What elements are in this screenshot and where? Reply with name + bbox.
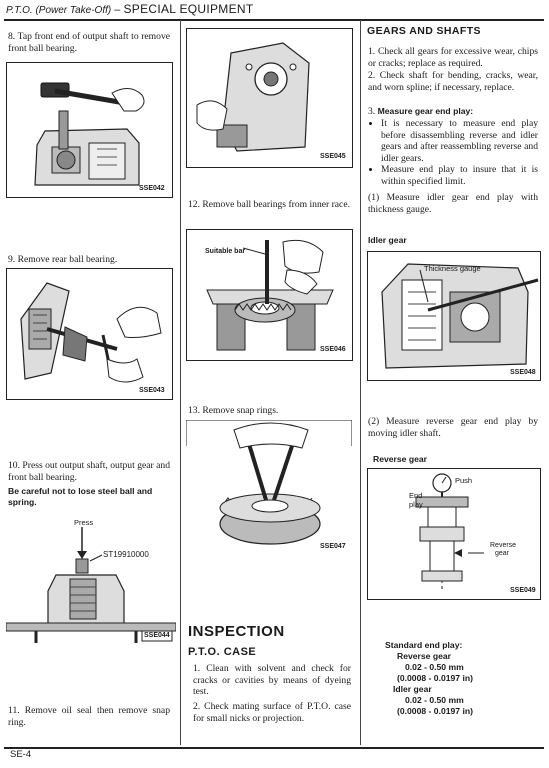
suitable-bar-illustration bbox=[206, 239, 334, 351]
label-tool-st19910000: ST19910000 bbox=[103, 550, 149, 559]
column-rule-right bbox=[360, 20, 361, 745]
spec-reverse-label: Reverse gear bbox=[397, 651, 451, 661]
measure-step-2: (2) Measure reverse gear end play by mov… bbox=[368, 416, 538, 439]
gears-item-2: 2. Check shaft for bending, cracks, wear… bbox=[368, 70, 538, 93]
step-8-text: 8. Tap front end of output shaft to remo… bbox=[8, 31, 170, 54]
gears-item-3-title: Measure gear end play: bbox=[377, 106, 474, 116]
dial-indicator-end-play-illustration bbox=[415, 473, 484, 589]
snap-ring-pliers-illustration bbox=[186, 420, 352, 545]
spec-reverse-in: (0.0008 - 0.0197 in) bbox=[397, 673, 473, 683]
header-dash: – bbox=[114, 4, 121, 16]
pto-case-item-1: 1. Clean with solvent and check for crac… bbox=[193, 663, 351, 698]
column-rule-left bbox=[180, 20, 181, 745]
step-10-caution: Be careful not to lose steel ball and sp… bbox=[8, 486, 153, 507]
figure-code-sse047: SSE047 bbox=[320, 543, 346, 550]
step-13-text: 13. Remove snap rings. bbox=[188, 405, 279, 416]
idler-gear-heading: Idler gear bbox=[368, 235, 407, 245]
label-reverse: Reverse bbox=[490, 542, 517, 549]
figure-sse049 bbox=[367, 468, 541, 600]
figure-sse047 bbox=[186, 420, 352, 556]
label-press: Press bbox=[74, 518, 94, 527]
pto-case-item-2: 2. Check mating surface of P.T.O. case f… bbox=[193, 701, 351, 724]
label-suitable-bar: Suitable bar bbox=[205, 248, 246, 255]
spec-title: Standard end play: bbox=[385, 640, 463, 650]
label-end: End bbox=[409, 491, 423, 500]
gears-item-3-number: 3. bbox=[368, 106, 376, 117]
hammer-tapping-shaft-illustration bbox=[34, 82, 145, 186]
standard-end-play-spec: Standard end play: Reverse gear 0.02 - 0… bbox=[385, 640, 473, 717]
figure-sse046 bbox=[186, 229, 353, 361]
label-thickness-gauge: Thickness gauge bbox=[424, 264, 481, 273]
gears-item-3: 3. Measure gear end play: bbox=[368, 106, 538, 118]
figure-code-sse043: SSE043 bbox=[139, 387, 165, 394]
step-11-text: 11. Remove oil seal then remove snap rin… bbox=[8, 705, 170, 728]
figure-code-sse048: SSE048 bbox=[510, 369, 536, 376]
figure-sse043 bbox=[6, 268, 173, 400]
figure-sse048 bbox=[367, 251, 541, 381]
step-12-text: 12. Remove ball bearings from inner race… bbox=[188, 199, 350, 210]
figure-code-sse045: SSE045 bbox=[320, 153, 346, 160]
gears-item-1: 1. Check all gears for excessive wear, c… bbox=[368, 46, 538, 69]
end-play-bullet-1: It is necessary to measure end play befo… bbox=[381, 118, 538, 164]
spec-idler-in: (0.0008 - 0.0197 in) bbox=[397, 706, 473, 716]
running-header: P.T.O. (Power Take-Off) – SPECIAL EQUIPM… bbox=[6, 2, 254, 16]
press-output-shaft-illustration bbox=[6, 527, 176, 643]
end-play-bullets: It is necessary to measure end play befo… bbox=[368, 118, 538, 188]
header-title: SPECIAL EQUIPMENT bbox=[123, 2, 254, 16]
pto-case-heading: P.T.O. CASE bbox=[188, 646, 257, 658]
figure-sse044 bbox=[6, 515, 176, 645]
header-rule bbox=[4, 19, 544, 21]
figure-code-sse049: SSE049 bbox=[510, 587, 536, 594]
label-play: play bbox=[409, 500, 423, 509]
figure-sse045 bbox=[186, 28, 353, 168]
reverse-gear-heading: Reverse gear bbox=[373, 454, 427, 464]
spec-idler-mm: 0.02 - 0.50 mm bbox=[405, 695, 464, 705]
page-number: SE-4 bbox=[10, 749, 32, 760]
figure-sse042 bbox=[6, 62, 173, 198]
label-push: Push bbox=[455, 476, 473, 485]
gears-and-shafts-heading: GEARS AND SHAFTS bbox=[367, 25, 481, 37]
header-section: P.T.O. (Power Take-Off) bbox=[6, 5, 112, 16]
inspection-heading: INSPECTION bbox=[188, 623, 285, 640]
step-10-text: 10. Press out output shaft, output gear … bbox=[8, 460, 170, 483]
label-gear: gear bbox=[495, 550, 510, 557]
spec-idler-label: Idler gear bbox=[393, 684, 432, 694]
end-play-bullet-2: Measure end play to insure that it is wi… bbox=[381, 164, 538, 187]
measure-step-1: (1) Measure idler gear end play with thi… bbox=[368, 192, 538, 215]
figure-code-sse044: SSE044 bbox=[144, 632, 170, 639]
remove-bearing-illustration bbox=[196, 42, 310, 152]
spec-reverse-mm: 0.02 - 0.50 mm bbox=[405, 662, 464, 672]
bearing-puller-illustration bbox=[20, 282, 162, 383]
step-9-text: 9. Remove rear ball bearing. bbox=[8, 254, 118, 265]
footer-rule bbox=[4, 747, 544, 749]
thickness-gauge-illustration bbox=[381, 263, 539, 369]
figure-code-sse042: SSE042 bbox=[139, 185, 165, 192]
figure-code-sse046: SSE046 bbox=[320, 346, 346, 353]
